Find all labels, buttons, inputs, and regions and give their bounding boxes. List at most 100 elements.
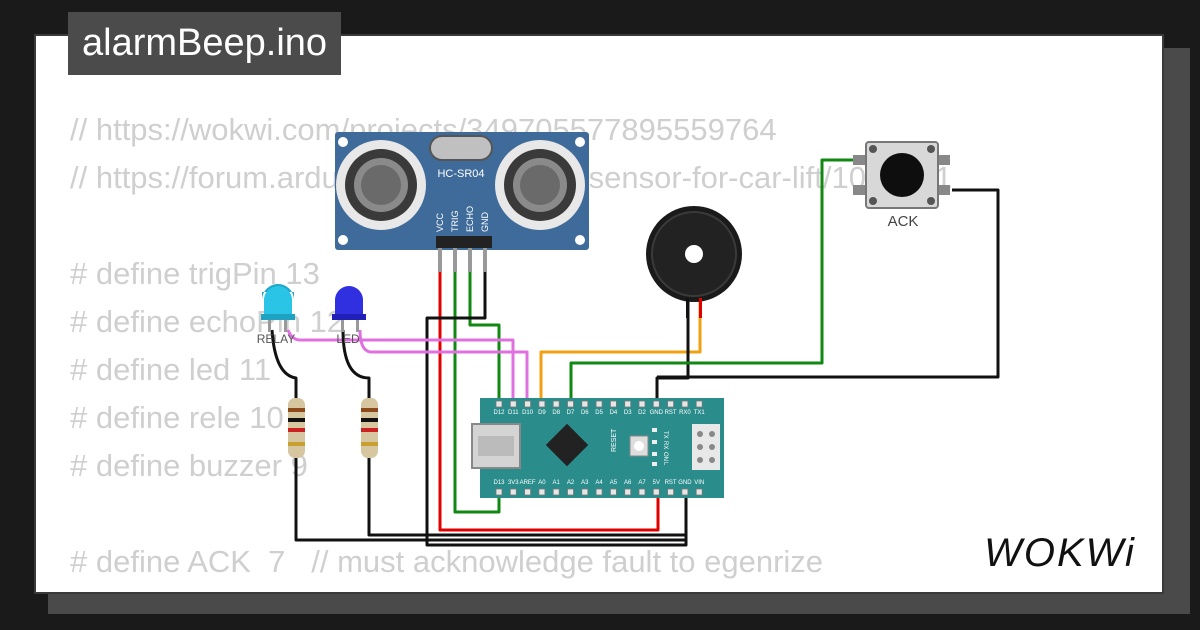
arduino-bottom-pin[interactable] [595, 488, 603, 496]
reset-label: RESET [611, 428, 618, 452]
arduino-top-pin[interactable] [567, 400, 574, 408]
ack-label: ACK [888, 213, 919, 230]
arduino-top-pin-label: D3 [624, 410, 632, 416]
arduino-bottom-pin-label: RST [665, 480, 677, 486]
arduino-bottom-pin-label: 5V [653, 480, 660, 486]
arduino-bottom-pin[interactable] [567, 488, 574, 496]
sensor-pin-label: VCC [435, 212, 445, 232]
arduino-top-pin-label: D10 [522, 410, 534, 416]
relay-label: RELAY [257, 332, 295, 346]
sensor-pin-label: GND [480, 212, 490, 233]
arduino-bottom-pin-label: D13 [493, 480, 505, 486]
led-blue[interactable]: LED [332, 286, 366, 346]
wire-led [358, 329, 529, 402]
wire-ack [569, 158, 860, 402]
arduino-bottom-pin-label: GND [678, 480, 692, 486]
arduino-top-pin[interactable] [509, 400, 517, 408]
arduino-top-pin[interactable] [552, 400, 560, 408]
arduino-bottom-pin-label: A6 [624, 480, 632, 486]
arduino-bottom-pin[interactable] [681, 488, 689, 496]
arduino-top-pin[interactable] [581, 400, 589, 408]
code-listing: // https://wokwi.com/projects/3497055778… [70, 106, 952, 586]
wire-buzzer [539, 300, 702, 402]
preview-card: // https://wokwi.com/projects/3497055778… [34, 34, 1164, 594]
arduino-bottom-pin-label: A3 [581, 480, 589, 486]
arduino-bottom-pin[interactable] [495, 488, 503, 496]
arduino-top-pin[interactable] [667, 400, 674, 408]
arduino-top-pin-label: RX0 [679, 410, 691, 416]
sketch-title: alarmBeep.ino [68, 12, 342, 75]
arduino-bottom-pin[interactable] [695, 488, 703, 496]
arduino-top-pin-label: D7 [567, 410, 575, 416]
arduino-bottom-pin[interactable] [552, 488, 560, 496]
arduino-top-pin[interactable] [695, 400, 703, 408]
arduino-top-pin-label: GND [650, 410, 664, 416]
wire-echo [468, 270, 501, 402]
ultrasonic-sensor[interactable]: HC-SR04 VCC TRIG ECHO GND [335, 132, 589, 272]
arduino-top-pin-label: D5 [595, 410, 603, 416]
arduino-bottom-pin[interactable] [581, 488, 589, 496]
arduino-top-pin-label: D12 [493, 410, 505, 416]
arduino-bottom-pin-label: A7 [638, 480, 646, 486]
wire-ack-gnd [657, 188, 1000, 379]
arduino-bottom-pin-label: A2 [567, 480, 575, 486]
arduino-top-pin[interactable] [610, 400, 617, 408]
arduino-top-pin[interactable] [681, 400, 689, 408]
arduino-bottom-pin[interactable] [509, 488, 517, 496]
led-relay[interactable]: RELAY [257, 284, 296, 346]
wire-trig [453, 270, 501, 514]
arduino-top-pin[interactable] [538, 400, 546, 408]
arduino-bottom-pin[interactable] [638, 488, 646, 496]
code-line: # define ACK 7 // must acknowledge fault… [70, 544, 824, 579]
arduino-top-pin-label: D4 [610, 410, 618, 416]
code-line: # define led 11 [70, 352, 272, 387]
arduino-top-pin-label: TX1 [694, 410, 706, 416]
sensor-pin-label: TRIG [450, 211, 460, 233]
wire-led-gnd [341, 329, 686, 537]
code-line: # define trigPin 13 [70, 256, 320, 291]
arduino-bottom-pin[interactable] [538, 488, 546, 496]
arduino-bottom-pin[interactable] [667, 488, 674, 496]
arduino-bottom-pin-label: A4 [595, 480, 603, 486]
code-line: # define echoPin 12 [70, 304, 345, 339]
arduino-top-pin[interactable] [652, 400, 660, 408]
arduino-top-pin[interactable] [624, 400, 632, 408]
wires [270, 158, 1000, 547]
resistor-led[interactable] [361, 398, 378, 458]
arduino-bottom-pin-label: A1 [553, 480, 561, 486]
sensor-pin-label: ECHO [465, 206, 475, 232]
code-line: # define rele 10 [70, 400, 284, 435]
led-indicator-label: TX [662, 431, 668, 439]
ack-button[interactable]: ACK [853, 141, 950, 230]
arduino-top-pin[interactable] [595, 400, 603, 408]
arduino-bottom-pin[interactable] [652, 488, 660, 496]
sensor-label: HC-SR04 [437, 168, 484, 180]
arduino-top-pin[interactable] [495, 400, 503, 408]
arduino-bottom-pin-label: A0 [538, 480, 546, 486]
arduino-bottom-pin[interactable] [524, 488, 531, 496]
resistor-relay[interactable] [288, 398, 305, 458]
wire-relay-led [286, 329, 515, 402]
buzzer[interactable] [646, 206, 742, 318]
arduino-top-pin-label: D6 [581, 410, 589, 416]
wokwi-logo: WOKWi [984, 531, 1136, 575]
arduino-bottom-pin-label: VIN [694, 480, 704, 486]
led-indicator-label: RX [662, 441, 668, 449]
arduino-top-pin[interactable] [638, 400, 646, 408]
arduino-bottom-pin-label: A5 [610, 480, 618, 486]
wire-relay-gnd [270, 329, 686, 542]
arduino-top-pin[interactable] [524, 400, 531, 408]
wire-vcc [438, 270, 660, 532]
arduino-bottom-pin[interactable] [624, 488, 632, 496]
led-label: LED [336, 332, 360, 346]
arduino-bottom-pin[interactable] [610, 488, 617, 496]
arduino-top-pin-label: D9 [538, 410, 546, 416]
arduino-top-pin-label: D2 [638, 410, 646, 416]
led-indicator-label: L [662, 462, 668, 466]
arduino-bottom-pin-label: 3V3 [508, 480, 519, 486]
arduino-top-pin-label: D8 [552, 410, 560, 416]
arduino-top-pin-label: RST [665, 410, 677, 416]
arduino-top-pin-label: D11 [508, 410, 519, 416]
